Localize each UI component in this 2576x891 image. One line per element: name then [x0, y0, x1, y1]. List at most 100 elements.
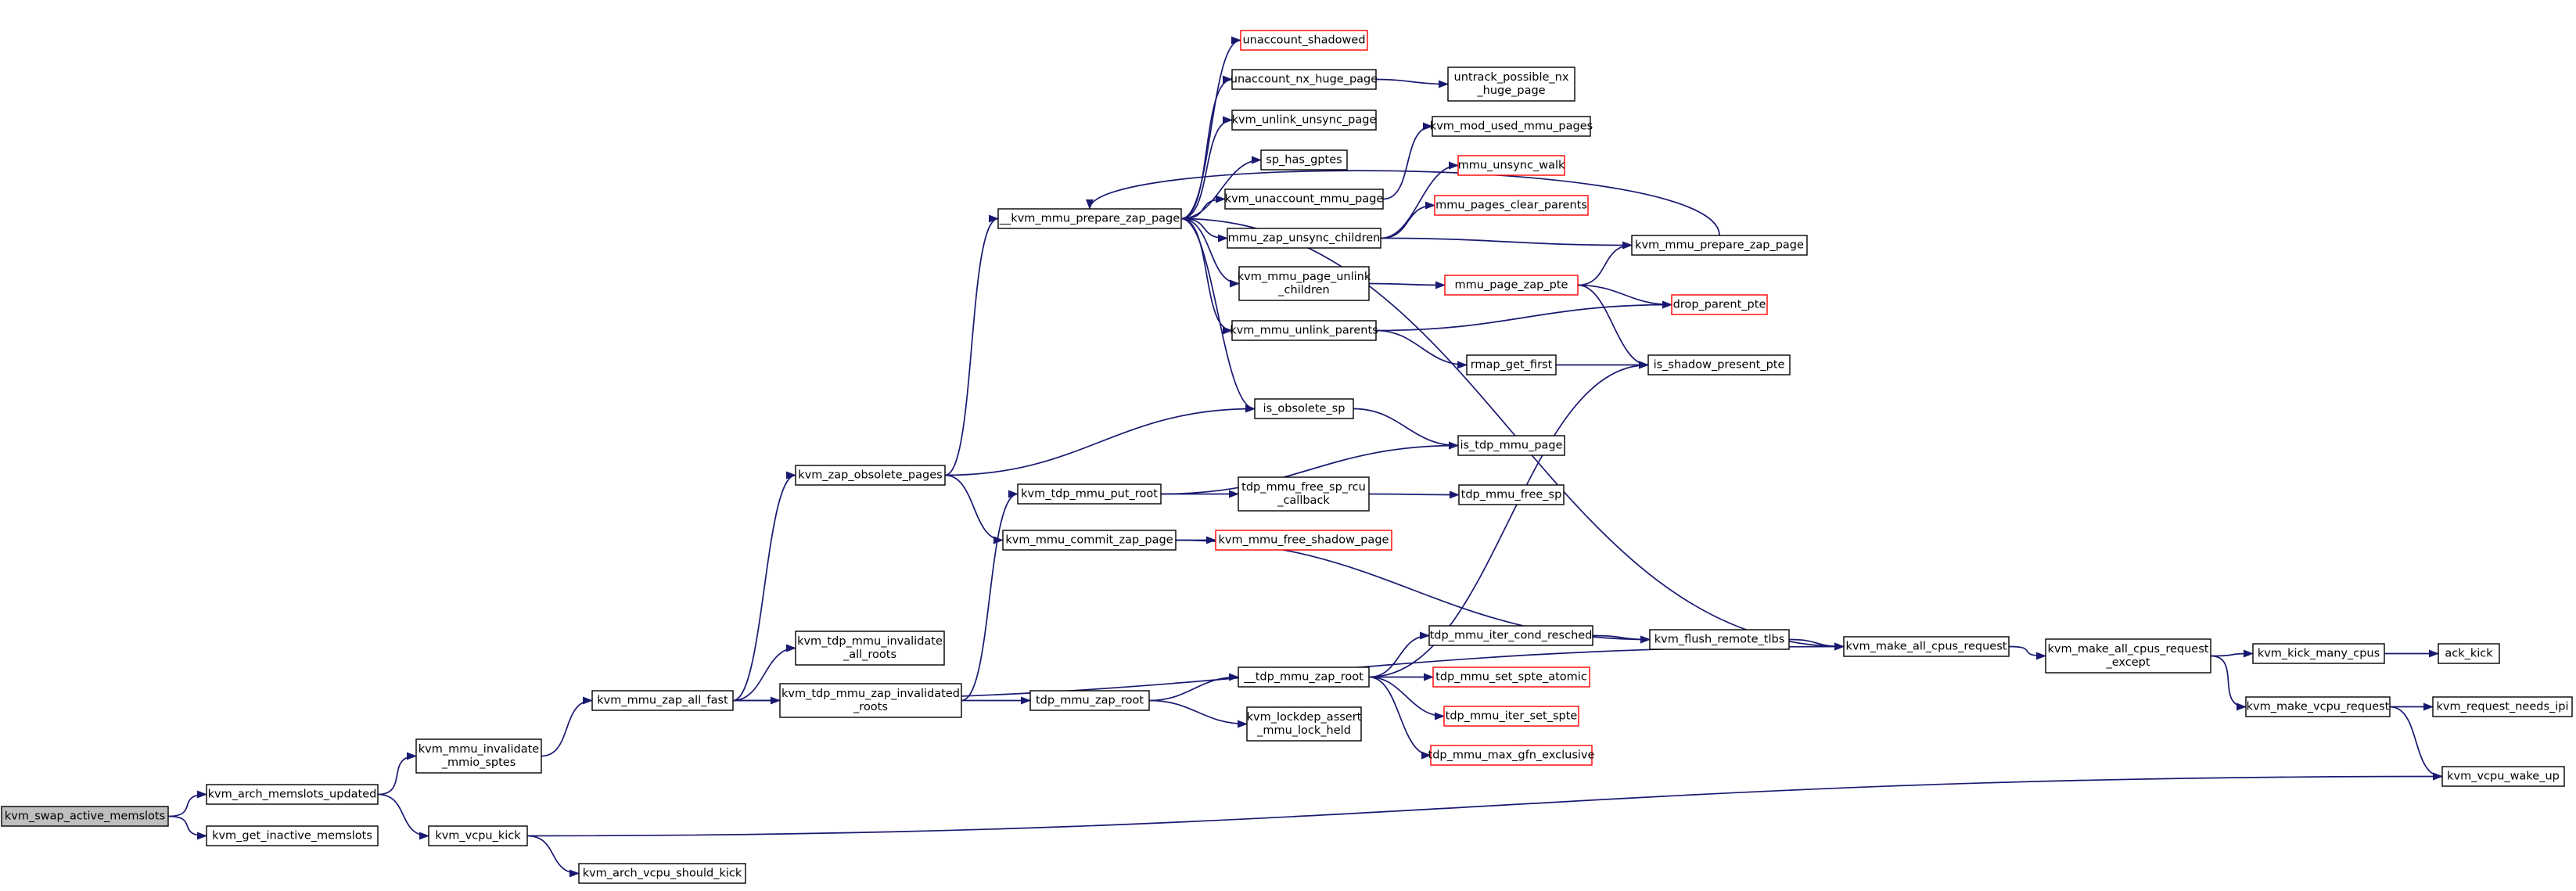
node-label: mmu_unsync_walk	[1458, 160, 1565, 172]
node-label: mmu_page_zap_pte	[1455, 279, 1568, 292]
function-node[interactable]: kvm_tdp_mmu_put_root	[1017, 483, 1162, 505]
node-box	[1238, 266, 1370, 301]
call-edge	[732, 471, 796, 702]
function-node[interactable]: kvm_tdp_mmu_invalidate_all_roots	[795, 631, 945, 666]
node-label: _children	[1277, 284, 1329, 296]
function-node[interactable]: is_shadow_present_pte	[1647, 354, 1791, 375]
function-node[interactable]: kvm_tdp_mmu_zap_invalidated_roots	[779, 683, 962, 718]
node-box	[779, 683, 962, 718]
call-edge	[1592, 634, 1651, 644]
node-label: kvm_lockdep_assert	[1247, 711, 1362, 724]
function-node[interactable]: kvm_mmu_zap_all_fast	[591, 690, 734, 711]
function-node[interactable]: kvm_vcpu_kick	[428, 825, 528, 846]
function-node[interactable]: mmu_page_zap_pte	[1444, 275, 1579, 296]
function-node[interactable]: is_obsolete_sp	[1254, 398, 1354, 419]
node-box	[1238, 666, 1370, 688]
node-box	[1231, 69, 1377, 90]
function-node[interactable]: kvm_arch_vcpu_should_kick	[578, 863, 746, 884]
edge-line	[1577, 284, 1672, 309]
function-node[interactable]: kvm_mmu_commit_zap_page	[1002, 530, 1177, 551]
function-node[interactable]: kvm_vcpu_wake_up	[2441, 766, 2565, 787]
node-box	[2441, 766, 2565, 787]
function-node[interactable]: tdp_mmu_set_spte_atomic	[1432, 666, 1590, 688]
function-node[interactable]: kvm_get_inactive_memslots	[206, 825, 379, 846]
node-label: kvm_mmu_commit_zap_page	[1005, 534, 1173, 547]
edge-line	[1180, 75, 1233, 220]
function-node[interactable]: kvm_flush_remote_tlbs	[1649, 629, 1790, 650]
function-node[interactable]: tdp_mmu_zap_root	[1029, 690, 1150, 711]
function-node[interactable]: __kvm_mmu_prepare_zap_page	[997, 208, 1182, 229]
function-node[interactable]: kvm_request_needs_ipi	[2432, 696, 2573, 717]
node-box	[1227, 228, 1381, 249]
function-node[interactable]: mmu_unsync_walk	[1457, 155, 1565, 176]
edge-line	[1353, 408, 1459, 450]
node-label: _roots	[853, 701, 888, 713]
function-node[interactable]: kvm_mmu_prepare_zap_page	[1631, 235, 1808, 256]
function-node[interactable]: mmu_zap_unsync_children	[1227, 228, 1381, 249]
edge-line	[1180, 217, 1233, 335]
function-node[interactable]: kvm_unaccount_mmu_page	[1224, 189, 1384, 210]
function-node[interactable]: kvm_arch_memslots_updated	[206, 784, 379, 805]
function-node[interactable]: drop_parent_pte	[1671, 294, 1768, 315]
function-node[interactable]: is_tdp_mmu_page	[1457, 435, 1565, 456]
edge-line	[1577, 241, 1633, 286]
function-node[interactable]: unaccount_shadowed	[1240, 30, 1368, 51]
edge-line	[1375, 78, 1449, 88]
node-box	[1434, 195, 1589, 216]
function-node[interactable]: kvm_zap_obsolete_pages	[795, 465, 946, 486]
function-node[interactable]: tdp_mmu_iter_cond_resched	[1428, 625, 1593, 646]
node-box	[2252, 643, 2385, 664]
function-node[interactable]: kvm_mmu_invalidate_mmio_sptes	[415, 738, 542, 774]
function-node[interactable]: kvm_make_vcpu_request	[2245, 696, 2391, 717]
node-box	[2045, 638, 2211, 674]
node-box	[1443, 706, 1579, 727]
edge-line	[1148, 699, 1248, 728]
function-node[interactable]: tdp_mmu_max_gfn_exclusive	[1428, 745, 1595, 766]
function-node[interactable]: kvm_make_all_cpus_request	[1843, 636, 2010, 657]
function-node[interactable]: kvm_unlink_unsync_page	[1231, 110, 1377, 131]
node-label: tdp_mmu_free_sp_rcu	[1241, 481, 1366, 494]
node-box	[1432, 116, 1591, 137]
node-label: drop_parent_pte	[1673, 299, 1766, 311]
node-box	[1649, 629, 1790, 650]
function-node[interactable]: ack_kick	[2438, 643, 2500, 664]
function-node[interactable]: kvm_kick_many_cpus	[2252, 643, 2385, 664]
edge-line	[1788, 638, 1845, 651]
node-label: kvm_make_vcpu_request	[2247, 701, 2390, 713]
edge-line	[1368, 631, 1430, 678]
edge-line	[2210, 649, 2254, 658]
node-label: rmap_get_first	[1471, 359, 1553, 372]
node-box	[206, 784, 379, 805]
node-label: tdp_mmu_free_sp	[1461, 489, 1562, 501]
function-node[interactable]: rmap_get_first	[1466, 354, 1557, 375]
call-edge	[1368, 281, 1446, 289]
function-node[interactable]: kvm_mmu_unlink_parents	[1230, 320, 1378, 341]
call-edge	[1375, 300, 1672, 332]
node-box	[1430, 745, 1593, 766]
function-node[interactable]: kvm_mod_used_mmu_pages	[1430, 116, 1593, 137]
function-node[interactable]: kvm_make_all_cpus_request_except	[2045, 638, 2211, 674]
node-label: _mmu_lock_held	[1256, 724, 1351, 737]
function-node[interactable]: tdp_mmu_free_sp	[1458, 484, 1565, 505]
function-node[interactable]: sp_has_gptes	[1260, 149, 1348, 171]
node-box	[1224, 189, 1384, 210]
edge-line	[1368, 676, 1432, 760]
function-node[interactable]: kvm_mmu_page_unlink_children	[1238, 266, 1371, 301]
call-edge	[2210, 655, 2247, 711]
edge-line	[1180, 217, 1256, 413]
call-edge	[944, 404, 1256, 476]
edge-line	[1380, 161, 1459, 239]
function-node[interactable]: mmu_pages_clear_parents	[1434, 195, 1589, 216]
function-node[interactable]: kvm_mmu_free_shadow_page	[1215, 530, 1392, 551]
node-box	[1457, 155, 1565, 176]
edge-line	[526, 772, 2443, 837]
function-node[interactable]: __tdp_mmu_zap_root	[1238, 666, 1370, 688]
function-node[interactable]: kvm_lockdep_assert_mmu_lock_held	[1246, 706, 1362, 742]
function-node[interactable]: untrack_possible_nx_huge_page	[1447, 66, 1575, 102]
node-box	[1447, 66, 1575, 102]
function-node[interactable]: unaccount_nx_huge_page	[1231, 69, 1378, 90]
function-node[interactable]: tdp_mmu_free_sp_rcu_callback	[1238, 476, 1370, 512]
function-node[interactable]: tdp_mmu_iter_set_spte	[1443, 706, 1579, 727]
node-box	[1458, 484, 1565, 505]
